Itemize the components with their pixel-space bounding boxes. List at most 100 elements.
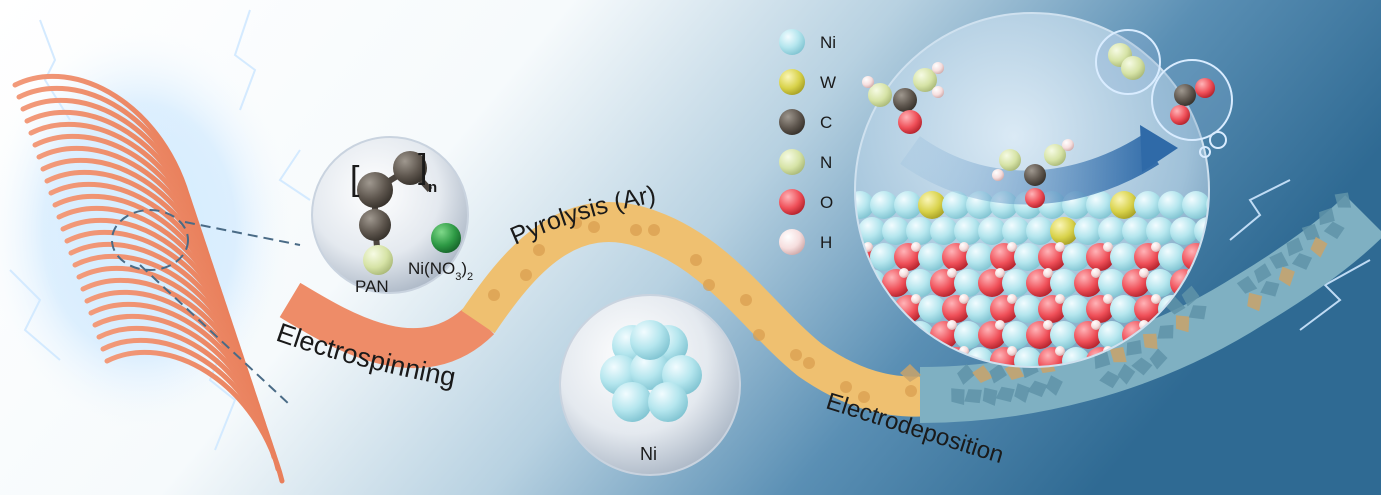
legend-label: C <box>820 113 832 132</box>
nanosheet-flake <box>1004 362 1025 381</box>
lattice-atom <box>906 217 934 245</box>
nanosheet-flake <box>1109 346 1127 363</box>
lattice-atom <box>1158 243 1186 271</box>
lattice-atom <box>1014 295 1042 323</box>
carbon-particle <box>690 254 702 266</box>
legend-swatch <box>779 189 805 215</box>
lattice-atom <box>1110 295 1138 323</box>
carbon-particle <box>858 391 870 403</box>
nanosheet-flake <box>1188 305 1207 320</box>
lattice-atom <box>1146 269 1174 297</box>
electrospun-fiber-bundle <box>12 73 285 484</box>
nanosheet-flake <box>1181 285 1200 307</box>
lattice-atom <box>966 295 994 323</box>
hydrogen-atom <box>947 320 957 330</box>
legend-label: H <box>820 233 832 252</box>
lattice-atom <box>966 243 994 271</box>
hydrogen-atom <box>1043 320 1053 330</box>
hydrogen-atom <box>1151 242 1161 252</box>
nanosheet-flake <box>972 365 993 383</box>
carbon-particle <box>520 269 532 281</box>
nickel-bubble: Ni <box>559 294 741 476</box>
pan-fiber-segment <box>279 282 495 368</box>
legend-item: H <box>779 229 832 255</box>
carbon-particle <box>905 385 917 397</box>
nanosheet-flake <box>1094 351 1111 369</box>
lattice-atom <box>882 217 910 245</box>
nanosheet-flake <box>1253 263 1272 284</box>
nanosheet-flake <box>964 389 982 404</box>
carbon-particle <box>588 221 600 233</box>
nickel-atom <box>630 320 670 360</box>
carbon-particle <box>790 349 802 361</box>
legend-label: Ni <box>820 33 836 52</box>
carbon-particle <box>648 224 660 236</box>
lattice-atom <box>906 269 934 297</box>
lattice-atom <box>1110 191 1138 219</box>
hydrogen-atom <box>1055 294 1065 304</box>
bracket-close: ] <box>418 148 427 186</box>
lattice-atom <box>1098 321 1126 349</box>
legend-label: O <box>820 193 833 212</box>
legend-item: W <box>779 69 836 95</box>
lattice-atom <box>1014 347 1042 367</box>
legend-swatch <box>779 149 805 175</box>
legend-item: C <box>779 109 832 135</box>
legend-swatch <box>779 69 805 95</box>
coated-fiber-segment <box>919 194 1381 423</box>
hydrogen-atom <box>995 268 1005 278</box>
carbon-particle <box>740 294 752 306</box>
lattice-atom <box>1026 217 1054 245</box>
hydrogen-atom <box>959 294 969 304</box>
nickel-atom <box>648 382 688 422</box>
nanosheet-flake <box>1027 380 1048 398</box>
nanosheet-flake <box>1175 315 1190 333</box>
product-bubbles <box>1095 29 1233 158</box>
hydrogen-atom <box>1043 268 1053 278</box>
nanosheet-flake <box>1014 383 1031 403</box>
legend-swatch <box>779 29 805 55</box>
lattice-atom <box>1110 243 1138 271</box>
lattice-atom <box>918 191 946 219</box>
lattice-atom <box>858 217 886 245</box>
hydrogen-atom <box>1103 242 1113 252</box>
nickel-salt-atom <box>431 223 461 253</box>
hydrogen-atom <box>1007 346 1017 356</box>
reactant-molecule <box>862 62 944 134</box>
hydrogen-atom <box>1055 242 1065 252</box>
lattice-atom <box>1002 269 1030 297</box>
nitrogen-atom <box>363 245 393 275</box>
bracket-open: [ <box>350 160 360 198</box>
lattice-atom <box>1002 321 1030 349</box>
legend-item: Ni <box>779 29 836 55</box>
legend-swatch <box>779 229 805 255</box>
nanosheet-flake <box>1278 266 1295 287</box>
lattice-atom <box>1158 191 1186 219</box>
nanosheet-flake <box>1126 339 1142 356</box>
nanosheet-flake <box>1310 236 1328 258</box>
carbon-atom <box>357 172 393 208</box>
nickel-bubble-label: Ni <box>640 444 657 464</box>
lattice-atom <box>918 295 946 323</box>
nanosheet-flake <box>1117 363 1136 385</box>
lattice-atom <box>1050 269 1078 297</box>
nanosheet-flake <box>982 387 998 406</box>
lattice-atom <box>1002 217 1030 245</box>
nickel-atom <box>630 350 670 390</box>
nanosheet-flake <box>951 388 965 406</box>
lattice-atom <box>1098 269 1126 297</box>
lattice-atom <box>1050 217 1078 245</box>
lattice-atom <box>942 191 970 219</box>
lattice-atom <box>1062 243 1090 271</box>
hydrogen-atom <box>1139 268 1149 278</box>
subscript-n: n <box>428 179 437 196</box>
lattice-atom <box>1014 243 1042 271</box>
lattice-atom <box>954 217 982 245</box>
nanosheet-flake <box>1236 275 1258 294</box>
lattice-atom <box>1098 217 1126 245</box>
carbon-particle <box>840 381 852 393</box>
reaction-arrowhead <box>1140 125 1178 172</box>
